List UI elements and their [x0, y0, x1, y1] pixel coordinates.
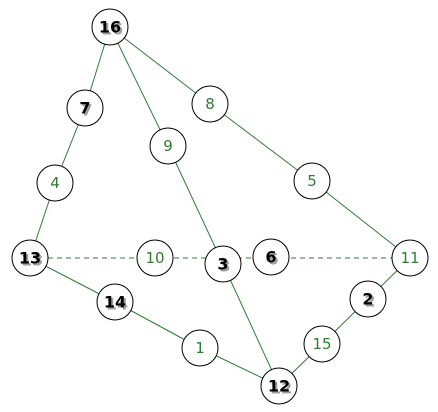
edge-5-11	[311, 180, 411, 259]
node-5: 5	[293, 162, 331, 200]
node-label: 16	[99, 18, 121, 37]
node-circle	[204, 245, 242, 283]
node-15: 15	[303, 325, 341, 363]
node-circle	[303, 325, 341, 363]
node-3: 33	[204, 245, 242, 283]
node-label-shadow: 12	[270, 379, 292, 398]
node-circle	[36, 164, 74, 202]
node-9: 9	[149, 127, 187, 165]
node-circle	[349, 280, 387, 318]
node-circle	[11, 239, 49, 277]
node-label: 13	[19, 249, 41, 268]
node-label: 12	[268, 377, 290, 396]
node-label: 10	[145, 249, 164, 267]
edges-layer	[29, 26, 411, 387]
node-label-shadow: 13	[21, 251, 43, 270]
node-label: 8	[205, 95, 215, 113]
node-10: 10	[136, 239, 174, 277]
node-label: 4	[50, 174, 60, 192]
edge-16-9	[109, 26, 169, 147]
node-label: 15	[312, 335, 331, 353]
node-circle	[66, 89, 104, 127]
node-label: 2	[362, 290, 373, 309]
node-4: 4	[36, 164, 74, 202]
edge-8-5	[209, 103, 313, 182]
node-label: 7	[79, 99, 90, 118]
node-circle	[91, 8, 129, 46]
edge-3-12	[222, 263, 280, 387]
node-6: 66	[252, 238, 290, 276]
node-circle	[293, 162, 331, 200]
node-2: 22	[349, 280, 387, 318]
node-label: 11	[400, 249, 419, 267]
edge-9-3	[167, 145, 224, 265]
node-circle	[260, 367, 298, 405]
node-7: 77	[66, 89, 104, 127]
node-label-shadow: 14	[106, 295, 128, 314]
node-label-shadow: 3	[219, 257, 230, 276]
edge-16-8	[109, 26, 211, 105]
node-1: 1	[181, 329, 219, 367]
node-label: 5	[307, 172, 317, 190]
node-label-shadow: 6	[267, 250, 278, 269]
node-circle	[191, 85, 229, 123]
node-8: 8	[191, 85, 229, 123]
node-circle	[149, 127, 187, 165]
node-11: 11	[391, 239, 429, 277]
node-circle	[252, 238, 290, 276]
node-label: 3	[217, 255, 228, 274]
node-label-shadow: 2	[364, 292, 375, 311]
node-circle	[181, 329, 219, 367]
node-label: 14	[104, 293, 126, 312]
node-label: 1	[195, 339, 205, 357]
node-label-shadow: 7	[81, 101, 92, 120]
node-label-shadow: 16	[101, 20, 123, 39]
node-circle	[136, 239, 174, 277]
node-label: 6	[265, 248, 276, 267]
node-label: 9	[163, 137, 173, 155]
node-circle	[391, 239, 429, 277]
node-circle	[96, 283, 134, 321]
